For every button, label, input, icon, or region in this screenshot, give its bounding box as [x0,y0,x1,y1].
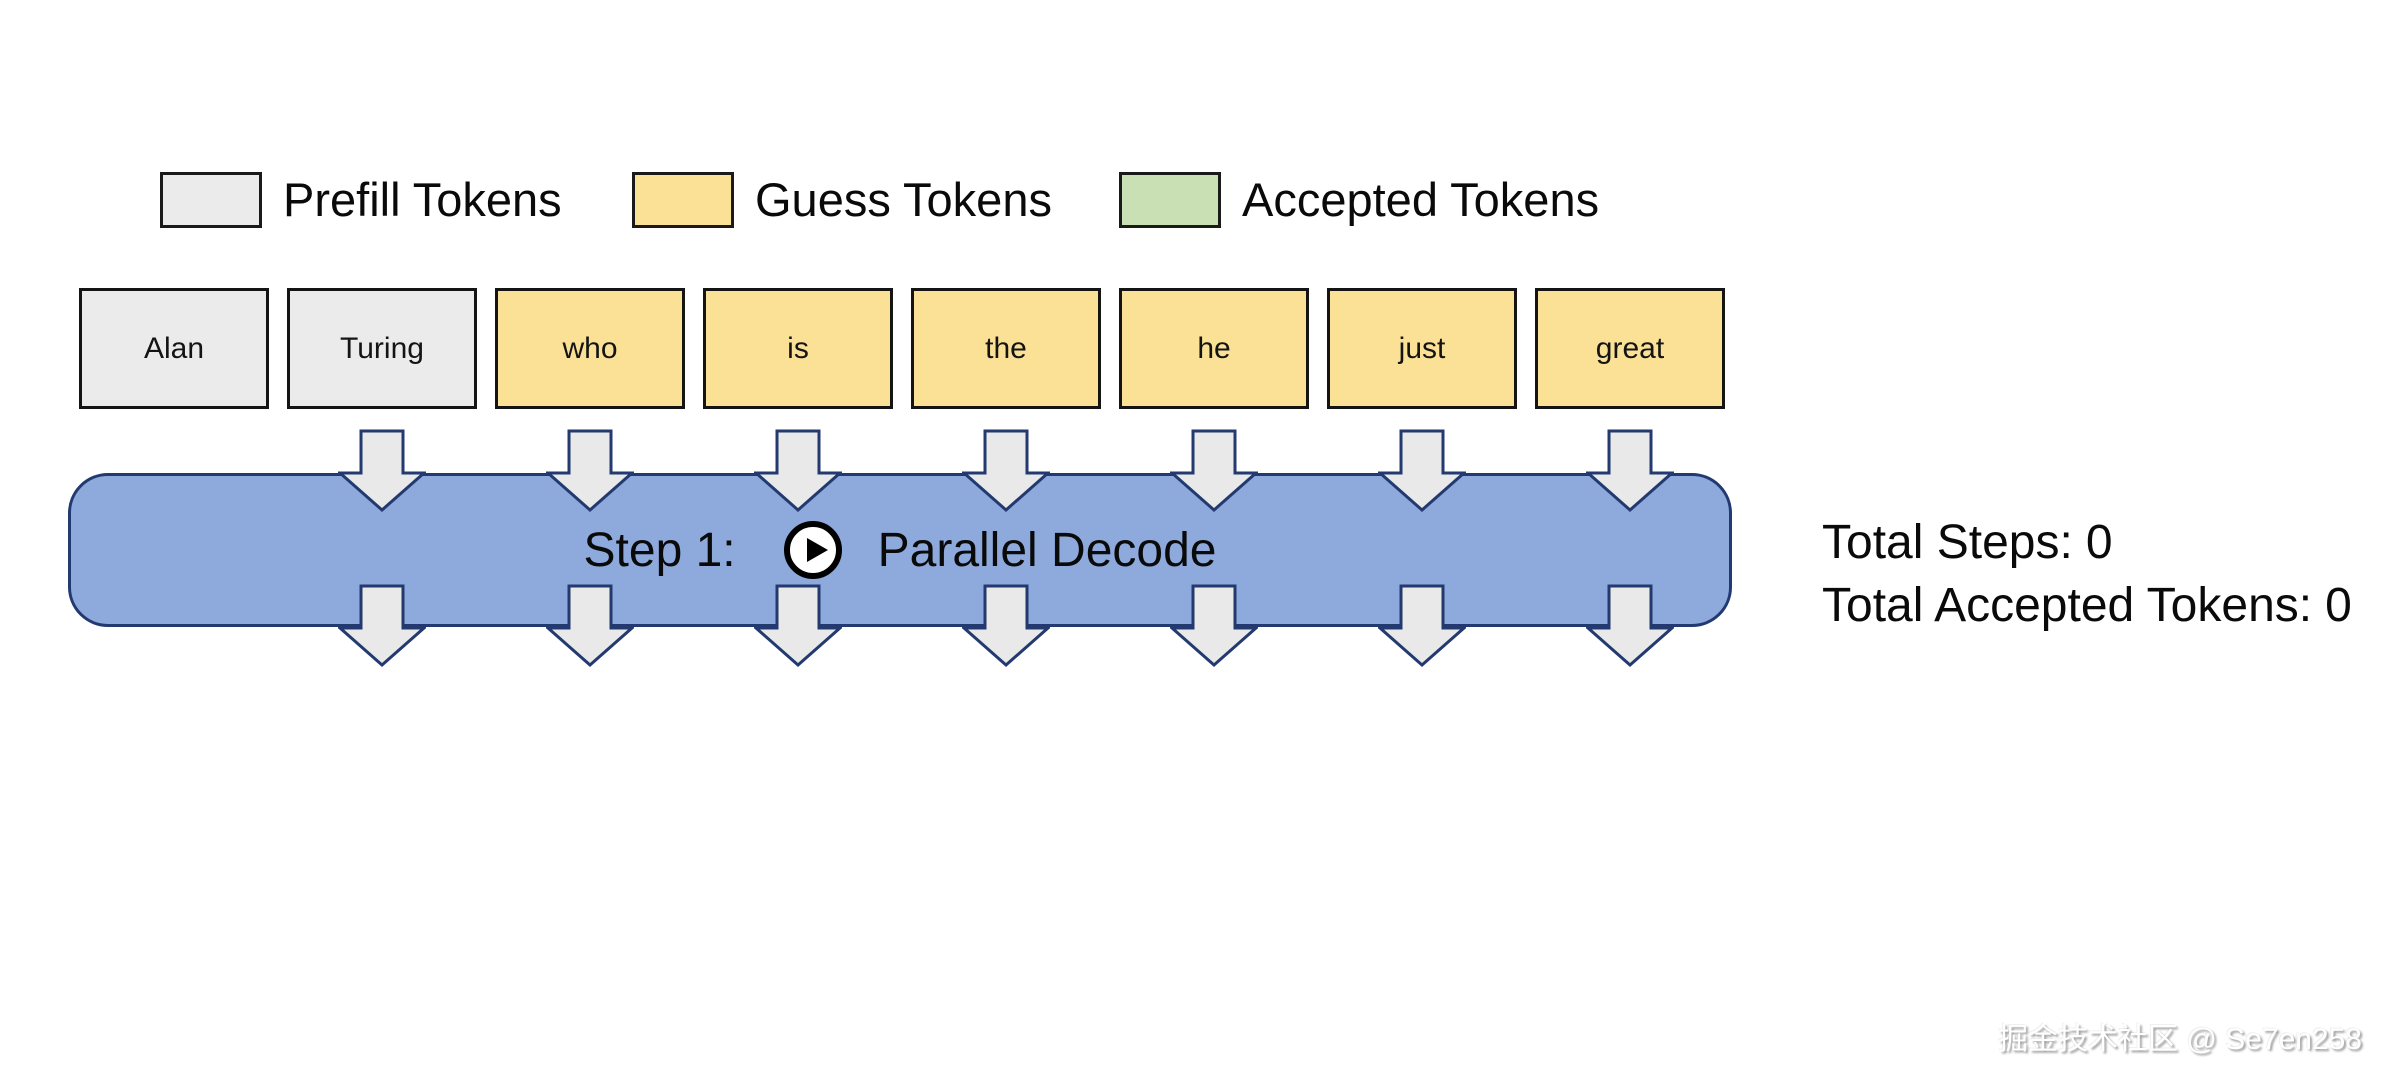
token-box-guess: just [1327,288,1517,409]
watermark: 掘金技术社区 @ Se7en258 [1998,1023,2362,1056]
down-arrow-bottom [1168,584,1260,668]
legend-item-accepted: Accepted Tokens [1119,171,1599,228]
total-accepted-tokens-line: Total Accepted Tokens:0 [1822,574,2352,637]
token-box-prefill: Alan [79,288,269,409]
stats-panel: Total Steps:0 Total Accepted Tokens:0 [1822,511,2352,637]
down-arrow-bottom [1584,584,1676,668]
down-arrow-top [336,429,428,513]
action-label: Parallel Decode [877,523,1217,577]
accepted-swatch [1119,171,1221,228]
total-accepted-tokens-label: Total Accepted Tokens: [1822,579,2313,632]
token-box-guess: he [1119,288,1309,409]
token-box-guess: the [911,288,1101,409]
step-label: Step 1: [583,523,736,577]
down-arrow-top [752,429,844,513]
token-box-guess: great [1535,288,1725,409]
legend-label-prefill: Prefill Tokens [283,173,562,226]
legend-item-prefill: Prefill Tokens [160,171,562,228]
down-arrow-bottom [1376,584,1468,668]
play-icon[interactable] [782,519,844,581]
down-arrow-top [1168,429,1260,513]
down-arrow-top [1376,429,1468,513]
legend-label-accepted: Accepted Tokens [1242,173,1600,226]
total-accepted-tokens-value: 0 [2325,579,2352,632]
token-box-guess: who [495,288,685,409]
down-arrow-bottom [960,584,1052,668]
total-steps-label: Total Steps: [1822,516,2073,569]
down-arrow-bottom [752,584,844,668]
total-steps-value: 0 [2085,516,2113,569]
parallel-decode-bar: Step 1: Parallel Decode [68,473,1732,627]
down-arrow-top [544,429,636,513]
down-arrow-top [960,429,1052,513]
down-arrow-bottom [336,584,428,668]
prefill-swatch [160,171,262,228]
legend-item-guess: Guess Tokens [632,171,1052,228]
legend-label-guess: Guess Tokens [755,173,1052,226]
guess-swatch [632,171,734,228]
token-box-prefill: Turing [287,288,477,409]
token-box-guess: is [703,288,893,409]
down-arrow-bottom [544,584,636,668]
down-arrow-top [1584,429,1676,513]
total-steps-line: Total Steps:0 [1822,511,2352,574]
